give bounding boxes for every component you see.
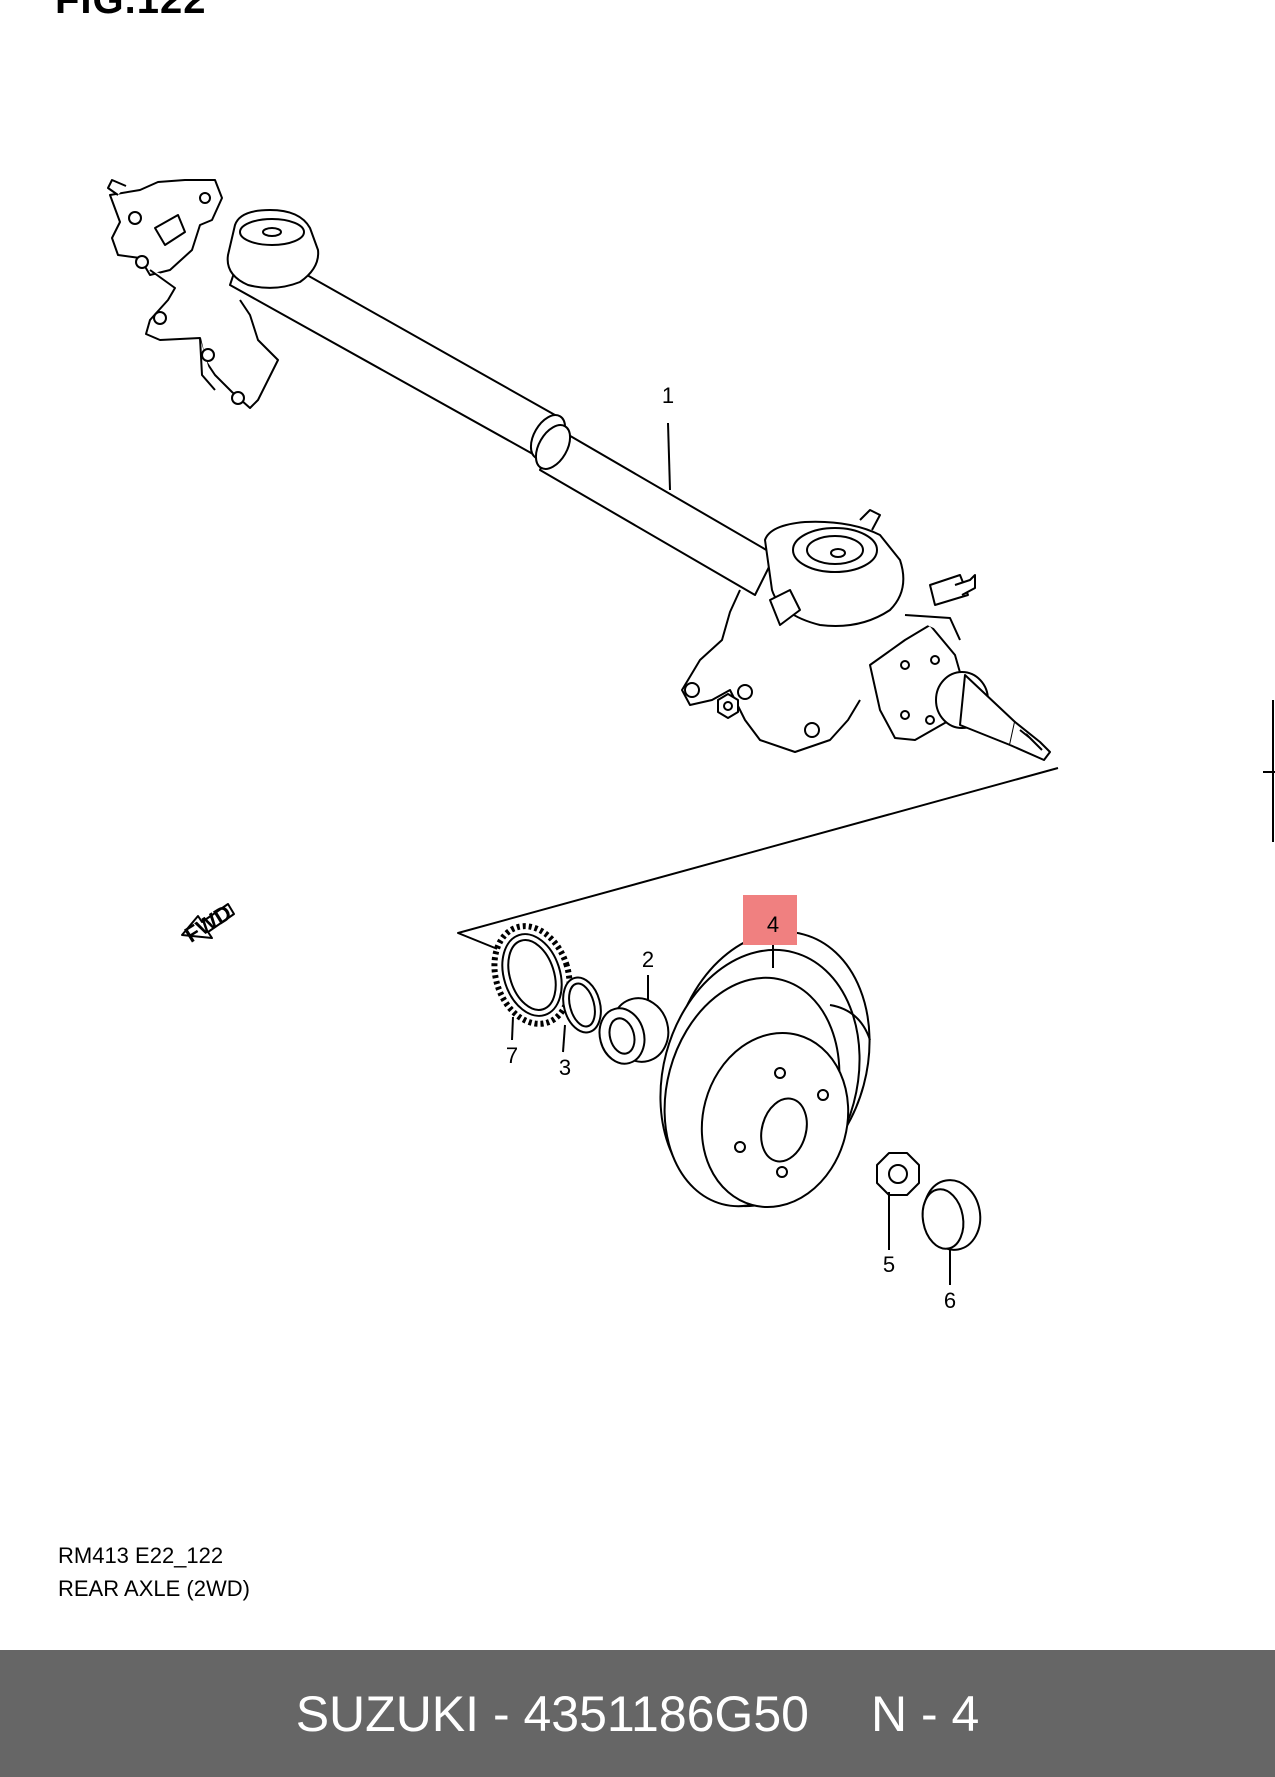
callout-7: 7 bbox=[506, 1043, 518, 1068]
callout-2: 2 bbox=[642, 947, 654, 972]
footer-part-number: SUZUKI - 4351186G50 bbox=[295, 1685, 809, 1742]
caption-code: RM413 E22_122 bbox=[58, 1543, 224, 1568]
callout-1: 1 bbox=[662, 383, 674, 408]
axle-beam bbox=[229, 239, 776, 596]
part-3-snap-ring bbox=[562, 976, 602, 1034]
highlight-box bbox=[743, 895, 797, 945]
footer-ref: N - 4 bbox=[870, 1685, 980, 1742]
fwd-arrow-icon bbox=[181, 903, 235, 939]
callout-3: 3 bbox=[559, 1055, 571, 1080]
caption-name: REAR AXLE (2WD) bbox=[58, 1576, 250, 1601]
axle-left-end bbox=[107, 179, 320, 409]
axle-right-end bbox=[681, 509, 1051, 761]
footer-bar: SUZUKI - 4351186G50 N - 4 bbox=[0, 1650, 1275, 1777]
exploded-parts-diagram: 1 2 3 4 5 6 7 FWD bbox=[107, 179, 1059, 1313]
callout-5: 5 bbox=[883, 1252, 895, 1277]
callout-4: 4 bbox=[767, 912, 779, 937]
part-2-bearing bbox=[598, 997, 670, 1065]
part-5-nut bbox=[876, 1152, 920, 1196]
edge-marks bbox=[1263, 700, 1275, 842]
part-4-brake-drum bbox=[659, 930, 871, 1209]
part-7-sensor-ring bbox=[491, 923, 573, 1027]
part-6-hub-cap bbox=[921, 1179, 982, 1251]
figure-title: FIG.122 bbox=[55, 0, 207, 22]
callout-6: 6 bbox=[944, 1288, 956, 1313]
